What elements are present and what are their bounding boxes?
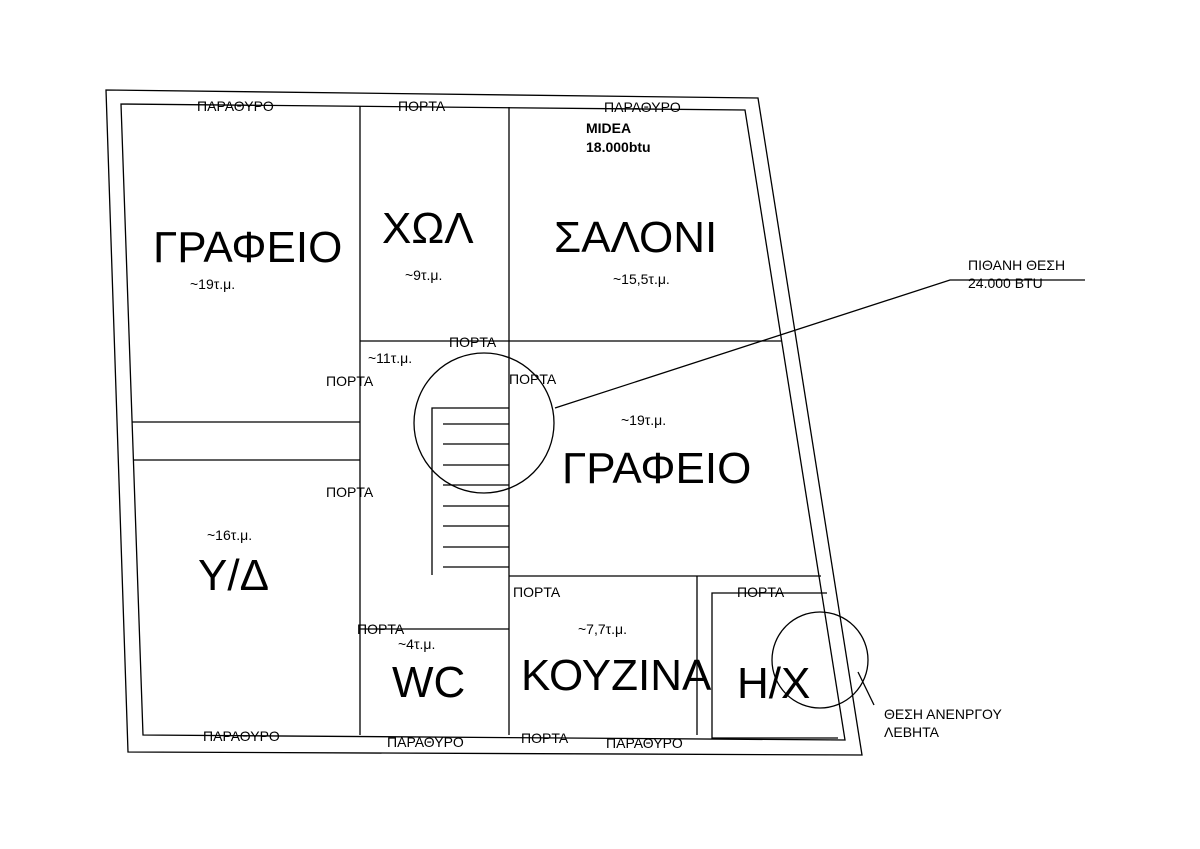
room-name-bedroom: Υ/Δ	[198, 551, 269, 600]
door-label: ΠΟΡΤΑ	[737, 584, 785, 600]
room-name-hall: ΧΩΛ	[382, 204, 474, 253]
walls	[105, 89, 863, 756]
window-label: ΠΑΡΑΘΥΡΟ	[387, 734, 464, 750]
area-label: ~19τ.μ.	[621, 412, 666, 428]
outer-wall	[105, 89, 863, 756]
boiler-position-label: ΘΕΣΗ ΑΝΕΝΡΓΟΥ	[884, 706, 1002, 722]
machine-room-box	[711, 592, 838, 739]
boiler-position-circle	[771, 611, 869, 709]
callouts: ΠΙΘΑΝΗ ΘΕΣΗ 24.000 BTU ΘΕΣΗ ΑΝΕΝΡΓΟΥ ΛΕΒ…	[884, 257, 1065, 740]
room-name-office: ΓΡΑΦΕΙΟ	[153, 223, 342, 272]
door-label: ΠΟΡΤΑ	[513, 584, 561, 600]
ac-capacity: 18.000btu	[586, 139, 651, 155]
door-labels: ΠΟΡΤΑ ΠΟΡΤΑ ΠΟΡΤΑ ΠΟΡΤΑ ΠΟΡΤΑ ΠΟΡΤΑ ΠΟΡΤ…	[326, 98, 785, 746]
leader-line	[554, 279, 1085, 409]
door-label: ΠΟΡΤΑ	[509, 371, 557, 387]
door-label: ΠΟΡΤΑ	[326, 373, 374, 389]
door-label: ΠΟΡΤΑ	[398, 98, 446, 114]
ac-note: MIDEA 18.000btu	[586, 120, 651, 155]
possible-position-label: ΠΙΘΑΝΗ ΘΕΣΗ	[968, 257, 1065, 273]
leader-line	[857, 671, 875, 706]
room-areas: ~19τ.μ. ~9τ.μ. ~15,5τ.μ. ~11τ.μ. ~19τ.μ.…	[190, 267, 670, 652]
room-names: ΓΡΑΦΕΙΟ ΧΩΛ ΣΑΛΟΝΙ ΓΡΑΦΕΙΟ Υ/Δ WC ΚΟΥΖΙΝ…	[153, 204, 810, 708]
boiler-position-label: ΛΕΒΗΤΑ	[884, 724, 940, 740]
area-label: ~9τ.μ.	[405, 267, 442, 283]
window-label: ΠΑΡΑΘΥΡΟ	[197, 98, 274, 114]
room-name-office: ΓΡΑΦΕΙΟ	[562, 444, 751, 493]
inner-wall	[120, 103, 846, 741]
door-label: ΠΟΡΤΑ	[326, 484, 374, 500]
room-name-machine-room: Η/Χ	[737, 659, 810, 708]
door-label: ΠΟΡΤΑ	[521, 730, 569, 746]
area-label: ~7,7τ.μ.	[578, 621, 627, 637]
area-label: ~11τ.μ.	[368, 350, 412, 366]
possible-ac-position-circle	[413, 352, 555, 494]
possible-position-capacity: 24.000 BTU	[968, 275, 1043, 291]
area-label: ~16τ.μ.	[207, 527, 252, 543]
window-label: ΠΑΡΑΘΥΡΟ	[203, 728, 280, 744]
room-name-wc: WC	[392, 658, 465, 707]
ac-brand: MIDEA	[586, 120, 631, 136]
window-label: ΠΑΡΑΘΥΡΟ	[604, 99, 681, 115]
area-label: ~4τ.μ.	[398, 636, 435, 652]
staircase	[431, 407, 509, 575]
room-name-kitchen: ΚΟΥΖΙΝΑ	[521, 651, 712, 700]
window-labels: ΠΑΡΑΘΥΡΟ ΠΑΡΑΘΥΡΟ ΠΑΡΑΘΥΡΟ ΠΑΡΑΘΥΡΟ ΠΑΡΑ…	[197, 98, 683, 751]
room-name-living: ΣΑΛΟΝΙ	[554, 213, 717, 262]
door-label: ΠΟΡΤΑ	[449, 334, 497, 350]
window-label: ΠΑΡΑΘΥΡΟ	[606, 735, 683, 751]
area-label: ~19τ.μ.	[190, 276, 235, 292]
annotation-marks	[413, 279, 1085, 709]
area-label: ~15,5τ.μ.	[613, 271, 670, 287]
door-label: ΠΟΡΤΑ	[357, 621, 405, 637]
